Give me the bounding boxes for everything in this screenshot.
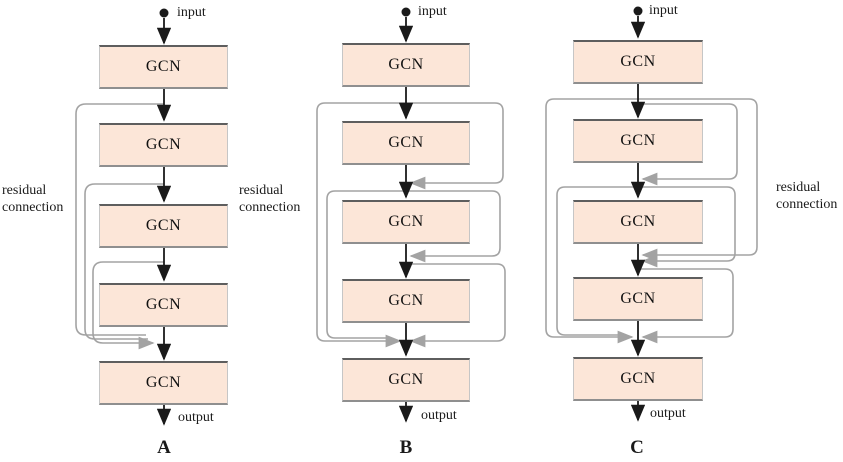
input-node-dot-b	[401, 7, 411, 17]
residual-a-j2-j4	[84, 183, 164, 340]
residual-b-j1-j4-left	[316, 102, 406, 348]
gcn-block-b1: GCN	[342, 43, 470, 87]
residual-c-j1-j4-left	[545, 98, 638, 344]
gcn-block-a4: GCN	[99, 283, 228, 327]
caption-b: B	[399, 437, 413, 458]
residual-paths-b	[316, 102, 506, 348]
input-node-dot-a	[159, 8, 169, 18]
gcn-block-a2: GCN	[99, 123, 228, 167]
residual-b-j1-j2-right	[406, 102, 504, 190]
residual-b-j2-j3-right	[406, 190, 501, 263]
residual-c-j1-j3-right-outer	[638, 98, 758, 262]
input-node-dot-c	[633, 6, 643, 16]
flow-arrows-b	[398, 7, 414, 423]
input-label-c: input	[649, 3, 678, 18]
gcn-block-b2: GCN	[342, 121, 470, 165]
residual-a-j3-j4	[92, 261, 164, 350]
residual-c-j2-j4-left	[556, 186, 638, 336]
gcn-block-c2: GCN	[573, 119, 703, 163]
gcn-block-c4: GCN	[573, 277, 703, 321]
residual-connection-label-b: residual connection	[239, 183, 301, 215]
gcn-block-a3: GCN	[99, 204, 228, 248]
residual-connection-label-a: residual connection	[2, 183, 64, 215]
output-label-a: output	[178, 410, 214, 425]
gcn-block-a5: GCN	[99, 361, 228, 405]
gcn-block-b3: GCN	[342, 200, 470, 244]
residual-paths-c	[545, 98, 758, 344]
input-label-a: input	[177, 5, 206, 20]
residual-b-j2-j4-left	[326, 190, 406, 339]
caption-a: A	[157, 437, 171, 458]
output-label-b: output	[421, 408, 457, 423]
caption-c: C	[630, 437, 644, 458]
residual-c-j2-j3-right	[638, 186, 736, 268]
gcn-block-b5: GCN	[342, 358, 470, 402]
residual-c-j3-j4-right	[638, 268, 734, 344]
gcn-block-a1: GCN	[99, 45, 228, 89]
residual-paths-a	[75, 103, 164, 350]
residual-connection-label-c: residual connection	[776, 180, 838, 212]
gcn-block-b4: GCN	[342, 279, 470, 323]
residual-c-j1-j2-right	[638, 103, 738, 186]
gcn-block-c1: GCN	[573, 40, 703, 84]
input-label-b: input	[418, 4, 447, 19]
residual-a-j1-j4	[75, 103, 164, 336]
residual-b-j3-j4-right	[406, 263, 506, 348]
output-label-c: output	[650, 406, 686, 421]
gcn-block-c5: GCN	[573, 357, 703, 401]
gcn-block-c3: GCN	[573, 200, 703, 244]
flow-arrows-c	[630, 6, 646, 422]
flow-arrows-a	[156, 8, 172, 426]
